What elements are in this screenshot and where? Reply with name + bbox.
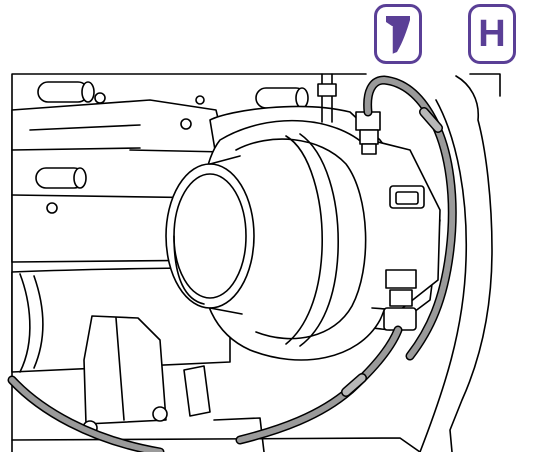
- engine-housing-right: [449, 75, 493, 453]
- exhaust-pipe-flange: [19, 273, 31, 373]
- oil-feed-hose-sleeve-core: [420, 108, 442, 132]
- lower-hose-core: [9, 377, 163, 455]
- lower-small-block: [183, 365, 211, 417]
- bolt-top-left: [37, 81, 106, 104]
- oil-return-fitting: [383, 269, 417, 331]
- lower-mount: [83, 315, 167, 425]
- bracket-line-a: [29, 124, 141, 131]
- bracket-line-c: [129, 149, 227, 153]
- bolt-mid-left: [35, 167, 87, 189]
- h-badge: H: [468, 4, 516, 64]
- exhaust-pipe-flange-b: [33, 275, 44, 369]
- frame-border-top-right: [469, 73, 501, 97]
- small-hole-c: [195, 95, 205, 105]
- base-plate-b: [213, 417, 265, 453]
- bolt-top-mid: [255, 87, 309, 109]
- vertical-tube-collar: [317, 83, 337, 97]
- vertical-tube: [321, 73, 333, 123]
- engine-housing-inner-right: [419, 99, 468, 453]
- lower-mount-line: [115, 317, 125, 421]
- bracket-line-b: [11, 147, 141, 151]
- shield-badge: [374, 4, 422, 64]
- oil-feed-hose-core: [364, 77, 456, 359]
- mount-bolt-b: [152, 406, 168, 422]
- small-hole-a: [46, 202, 58, 214]
- compressor-inlet: [165, 155, 255, 315]
- base-plate: [11, 437, 421, 453]
- h-badge-label: H: [478, 13, 506, 55]
- small-hole-b: [180, 118, 192, 130]
- shield-icon: [386, 16, 410, 54]
- oil-return-hose-sleeve-core: [342, 374, 366, 396]
